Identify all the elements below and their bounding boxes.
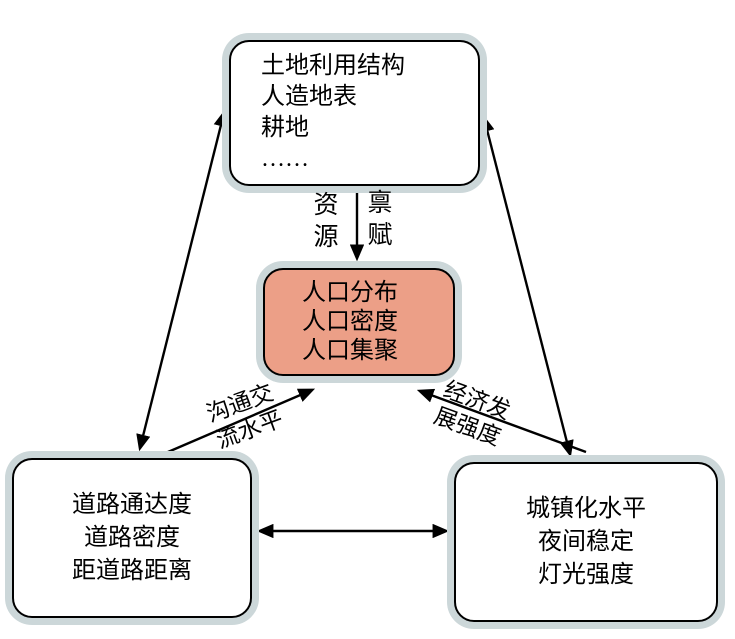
land-use-line-2: 人造地表 — [261, 84, 357, 110]
urbanization-line-1: 城镇化水平 — [526, 495, 646, 522]
endowment-label-right: 禀赋 — [364, 189, 391, 253]
population-box: 人口分布 人口密度 人口集聚 — [263, 268, 455, 376]
urbanization-box: 城镇化水平 夜间稳定 灯光强度 — [454, 462, 718, 622]
population-line-3: 人口集聚 — [302, 337, 398, 364]
endowment-label-left: 资源 — [310, 191, 337, 255]
land-road-arrow — [136, 109, 228, 452]
population-line-1: 人口分布 — [302, 279, 398, 306]
road-line-1: 道路通达度 — [72, 491, 192, 518]
population-line-2: 人口密度 — [302, 308, 398, 335]
urbanization-line-3: 灯光强度 — [538, 561, 634, 588]
land-use-line-3: 耕地 — [261, 115, 309, 141]
land-use-line-1: 土地利用结构 — [261, 53, 405, 79]
economic-label: 经济发 展强度 — [404, 366, 540, 461]
land-use-box: 土地利用结构 人造地表 耕地 …… — [229, 40, 480, 186]
road-line-3: 距道路距离 — [72, 557, 192, 584]
urbanization-line-2: 夜间稳定 — [538, 528, 634, 555]
road-box: 道路通达度 道路密度 距道路距离 — [12, 458, 252, 618]
road-line-2: 道路密度 — [84, 524, 180, 551]
land-use-line-4: …… — [261, 146, 309, 172]
communication-label: 沟通交 流水平 — [177, 369, 313, 464]
